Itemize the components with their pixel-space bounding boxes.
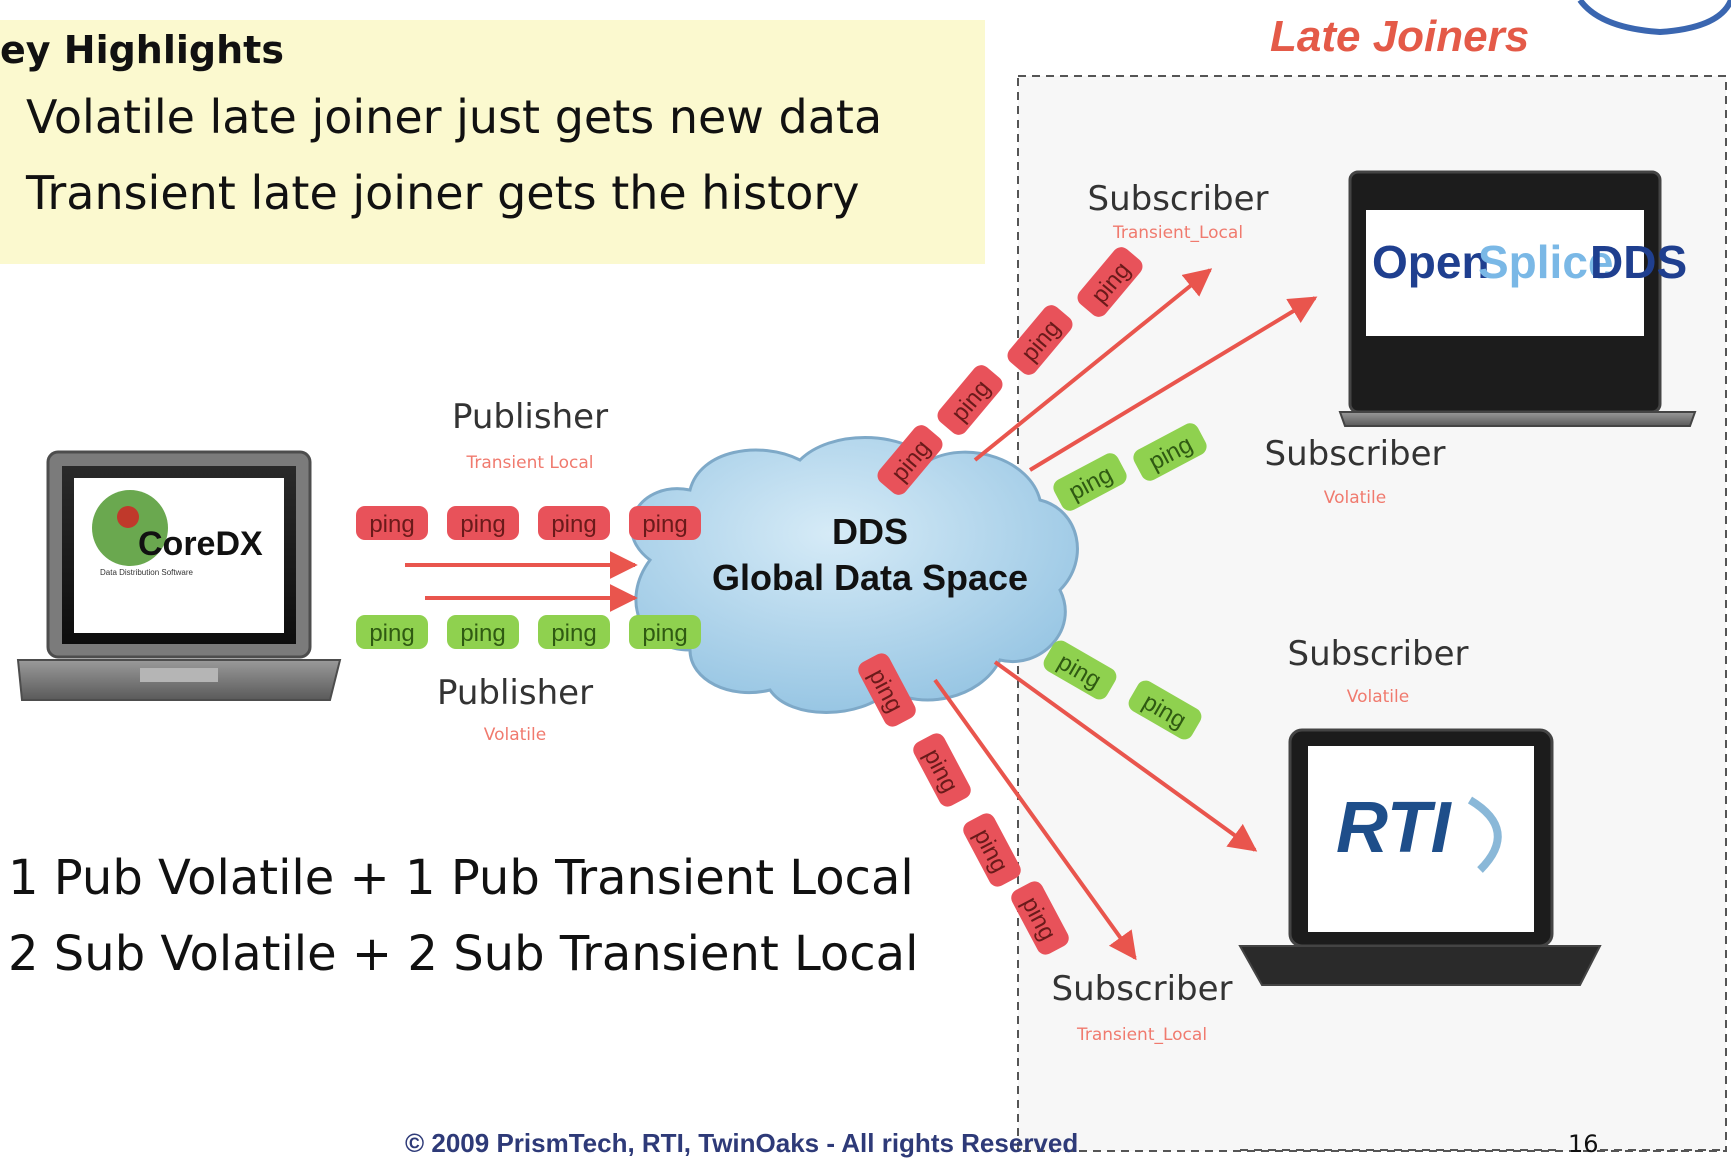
publisher-qos: Volatile	[484, 725, 546, 745]
data-flow-arrows	[405, 268, 1318, 961]
highlight-line: Volatile late joiner just gets new data	[26, 90, 883, 144]
arrow	[933, 678, 1137, 961]
subscriber-label: Subscriber	[1287, 634, 1468, 674]
opensplice-logo-dds: DDS	[1590, 236, 1687, 288]
count-line: 1 Pub Volatile + 1 Pub Transient Local	[8, 850, 914, 906]
coredx-logo-subtext: Data Distribution Software	[100, 568, 193, 577]
subscriber-label: Subscriber	[1264, 434, 1445, 474]
ping-token: ping	[642, 511, 687, 538]
rti-laptop: RTI	[1238, 728, 1602, 986]
opensplice-logo-splice: Splice	[1478, 236, 1614, 288]
subscriber-qos: Transient_Local	[1076, 1025, 1207, 1045]
coredx-logo-text: CoreDX	[138, 525, 263, 563]
opensplice-logo-open: Open	[1372, 236, 1490, 288]
cloud-title: DDS	[832, 511, 908, 552]
corner-logo-icon	[1577, 0, 1731, 36]
coredx-logo-icon	[92, 490, 168, 566]
subscriber-qos: Volatile	[1324, 488, 1386, 508]
subscriber-qos: Transient_Local	[1112, 223, 1243, 243]
arrow	[1028, 296, 1318, 472]
subscriber-qos: Volatile	[1347, 687, 1409, 707]
subscriber-label: Subscriber	[1051, 969, 1232, 1009]
ping-token: ping	[369, 511, 414, 538]
late-joiners-title: Late Joiners	[1270, 12, 1530, 61]
highlights-title: ey Highlights	[0, 28, 284, 72]
ping-token: ping	[551, 511, 596, 538]
rti-logo-text: RTI	[1336, 788, 1453, 868]
publisher-label: Publisher	[437, 673, 593, 713]
ping-token: ping	[460, 620, 505, 647]
cloud-subtitle: Global Data Space	[712, 557, 1028, 598]
subscriber-label: Subscriber	[1087, 179, 1268, 219]
page-number: 16	[1568, 1130, 1599, 1158]
ping-token: ping	[642, 620, 687, 647]
ping-token: ping	[460, 511, 505, 538]
opensplice-laptop: Open Splice DDS	[1338, 170, 1697, 427]
arrow	[993, 660, 1258, 852]
highlights-box	[0, 20, 985, 264]
highlight-line: Transient late joiner gets the history	[26, 166, 860, 220]
arrow	[973, 268, 1213, 462]
footer-copyright: © 2009 PrismTech, RTI, TwinOaks - All ri…	[405, 1128, 1079, 1158]
ping-token: ping	[551, 620, 596, 647]
publisher-label: Publisher	[452, 397, 608, 437]
rti-logo-swoosh-icon	[1467, 796, 1502, 873]
count-line: 2 Sub Volatile + 2 Sub Transient Local	[8, 926, 919, 982]
coredx-laptop: CoreDX Data Distribution Software	[16, 450, 342, 701]
ping-token: ping	[369, 620, 414, 647]
dds-cloud: DDS Global Data Space	[630, 436, 1079, 714]
publisher-qos: Transient Local	[465, 453, 593, 473]
